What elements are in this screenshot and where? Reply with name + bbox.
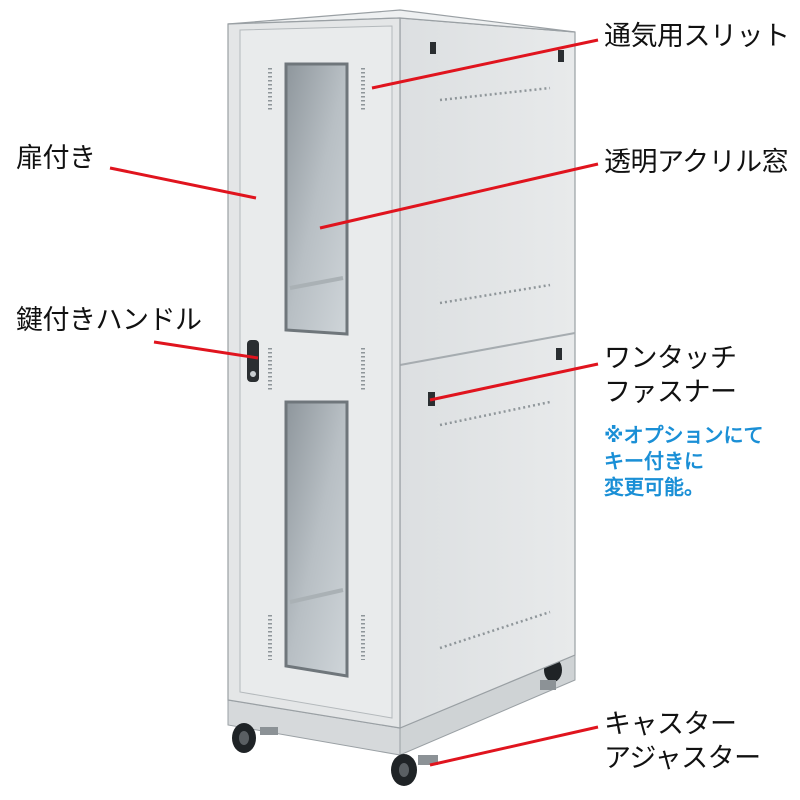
option-note-line3: 変更可能。 (604, 475, 704, 499)
label-caster-line1: キャスター (604, 709, 737, 740)
front-door (227, 17, 401, 729)
label-one-touch-fastener: ワンタッチ ファスナー (604, 342, 737, 410)
label-caster-adjuster: キャスター アジャスター (604, 708, 761, 776)
label-fastener-line2: ファスナー (604, 377, 737, 408)
label-vent-slit: 通気用スリット (604, 21, 790, 52)
key-handle (247, 340, 259, 382)
label-key-handle: 鍵付きハンドル (16, 305, 202, 336)
label-caster-line2: アジャスター (604, 743, 761, 774)
label-acrylic-window: 透明アクリル窓 (604, 147, 789, 178)
label-door: 扉付き (16, 143, 96, 174)
leader-lines (109, 38, 599, 767)
option-note-line2: キー付きに (604, 449, 704, 473)
option-note: ※オプションにて キー付きに 変更可能。 (604, 422, 763, 500)
acrylic-window-upper (284, 62, 349, 336)
option-note-line1: ※オプションにて (604, 423, 764, 447)
side-panel (399, 17, 576, 729)
label-fastener-line1: ワンタッチ (604, 343, 737, 374)
acrylic-window-lower (284, 400, 349, 678)
